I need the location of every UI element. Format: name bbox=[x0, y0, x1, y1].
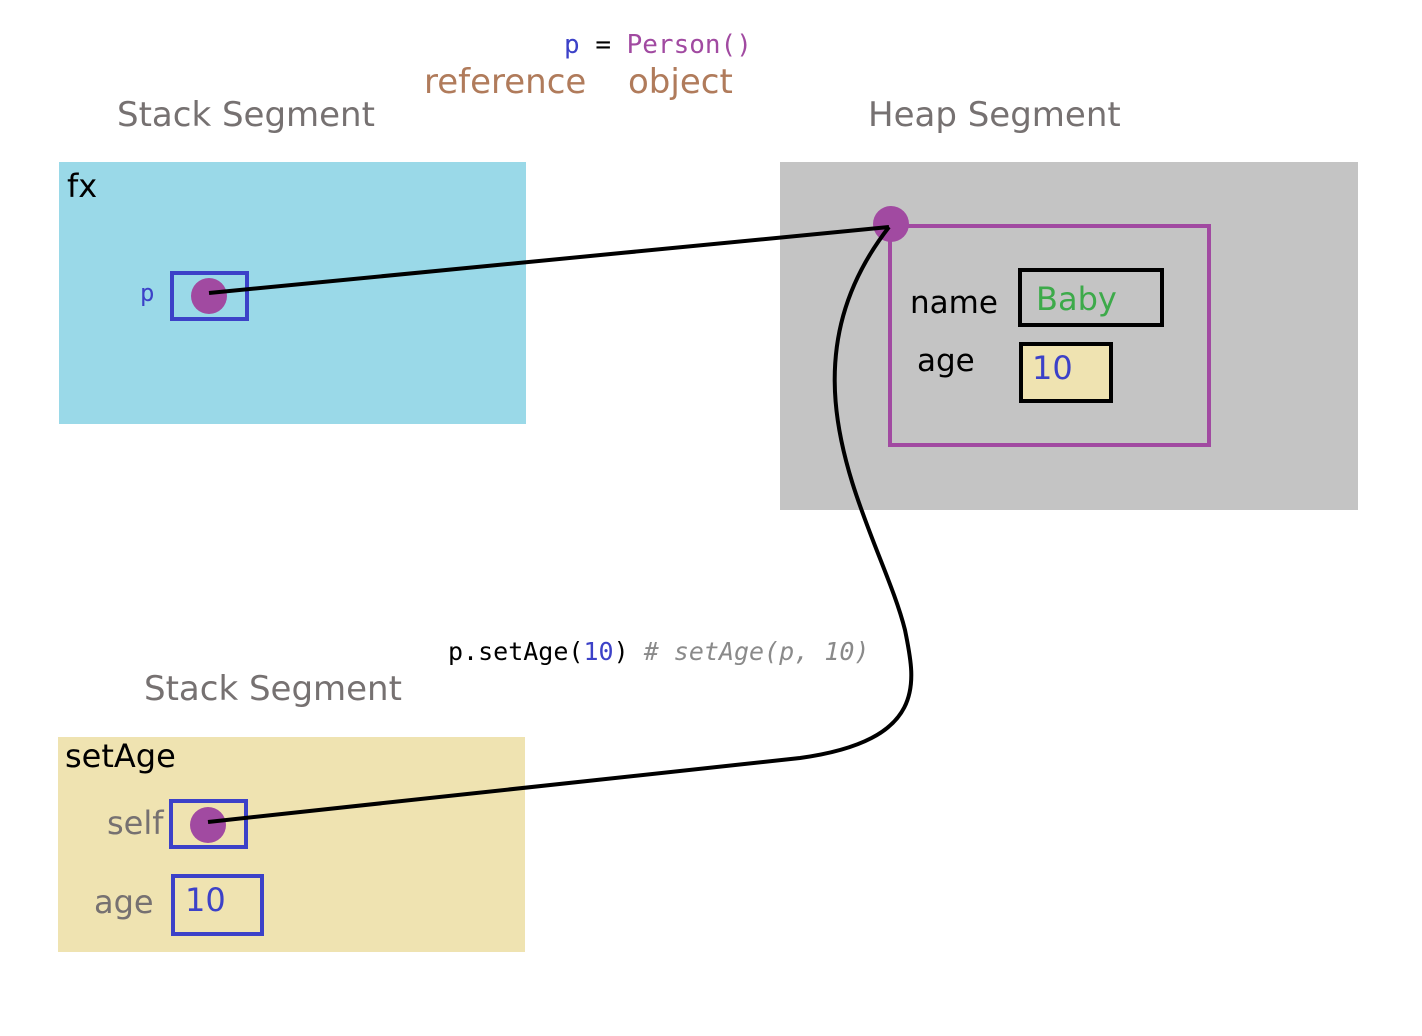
heap-segment: name Baby age 10 bbox=[780, 162, 1358, 510]
reference-annotation: reference bbox=[424, 62, 587, 102]
field-label-age: age bbox=[917, 343, 975, 379]
reference-dot-p bbox=[191, 278, 227, 314]
var-value-age: 10 bbox=[185, 881, 226, 919]
call-close: ) bbox=[613, 637, 629, 666]
code-equals: = bbox=[595, 30, 611, 60]
var-label-p: p bbox=[140, 279, 155, 307]
call-code: p.setAge( bbox=[448, 637, 584, 666]
person-object: name Baby age 10 bbox=[888, 224, 1211, 447]
var-box-self bbox=[169, 799, 248, 849]
call-comment: # setAge(p, 10) bbox=[643, 637, 870, 666]
reference-dot-self bbox=[190, 807, 226, 843]
field-label-name: name bbox=[910, 285, 998, 321]
field-box-name: Baby bbox=[1018, 268, 1164, 327]
method-call-code: p.setAge(10) # setAge(p, 10) bbox=[448, 637, 869, 666]
object-anchor-dot bbox=[873, 206, 909, 242]
frame-name-setage: setAge bbox=[65, 737, 176, 775]
code-assignment: p = Person() bbox=[564, 30, 752, 60]
stack-frame-setage: setAge self age 10 bbox=[58, 737, 525, 952]
code-person-call: Person() bbox=[626, 30, 752, 60]
var-label-self: self bbox=[107, 804, 164, 842]
heap-segment-title: Heap Segment bbox=[868, 95, 1121, 135]
field-value-name: Baby bbox=[1036, 280, 1117, 318]
var-label-age: age bbox=[94, 883, 154, 921]
call-arg: 10 bbox=[583, 637, 614, 666]
stack-frame-fx: fx p bbox=[59, 162, 526, 424]
stack-segment-title-bottom: Stack Segment bbox=[144, 669, 402, 709]
var-box-p bbox=[170, 271, 249, 321]
field-value-age: 10 bbox=[1032, 349, 1073, 387]
frame-name-fx: fx bbox=[67, 167, 98, 205]
var-box-age: 10 bbox=[171, 874, 264, 936]
stack-segment-title-top: Stack Segment bbox=[117, 95, 375, 135]
object-annotation: object bbox=[628, 62, 733, 102]
field-box-age: 10 bbox=[1019, 342, 1113, 403]
code-var-p: p bbox=[564, 30, 580, 60]
